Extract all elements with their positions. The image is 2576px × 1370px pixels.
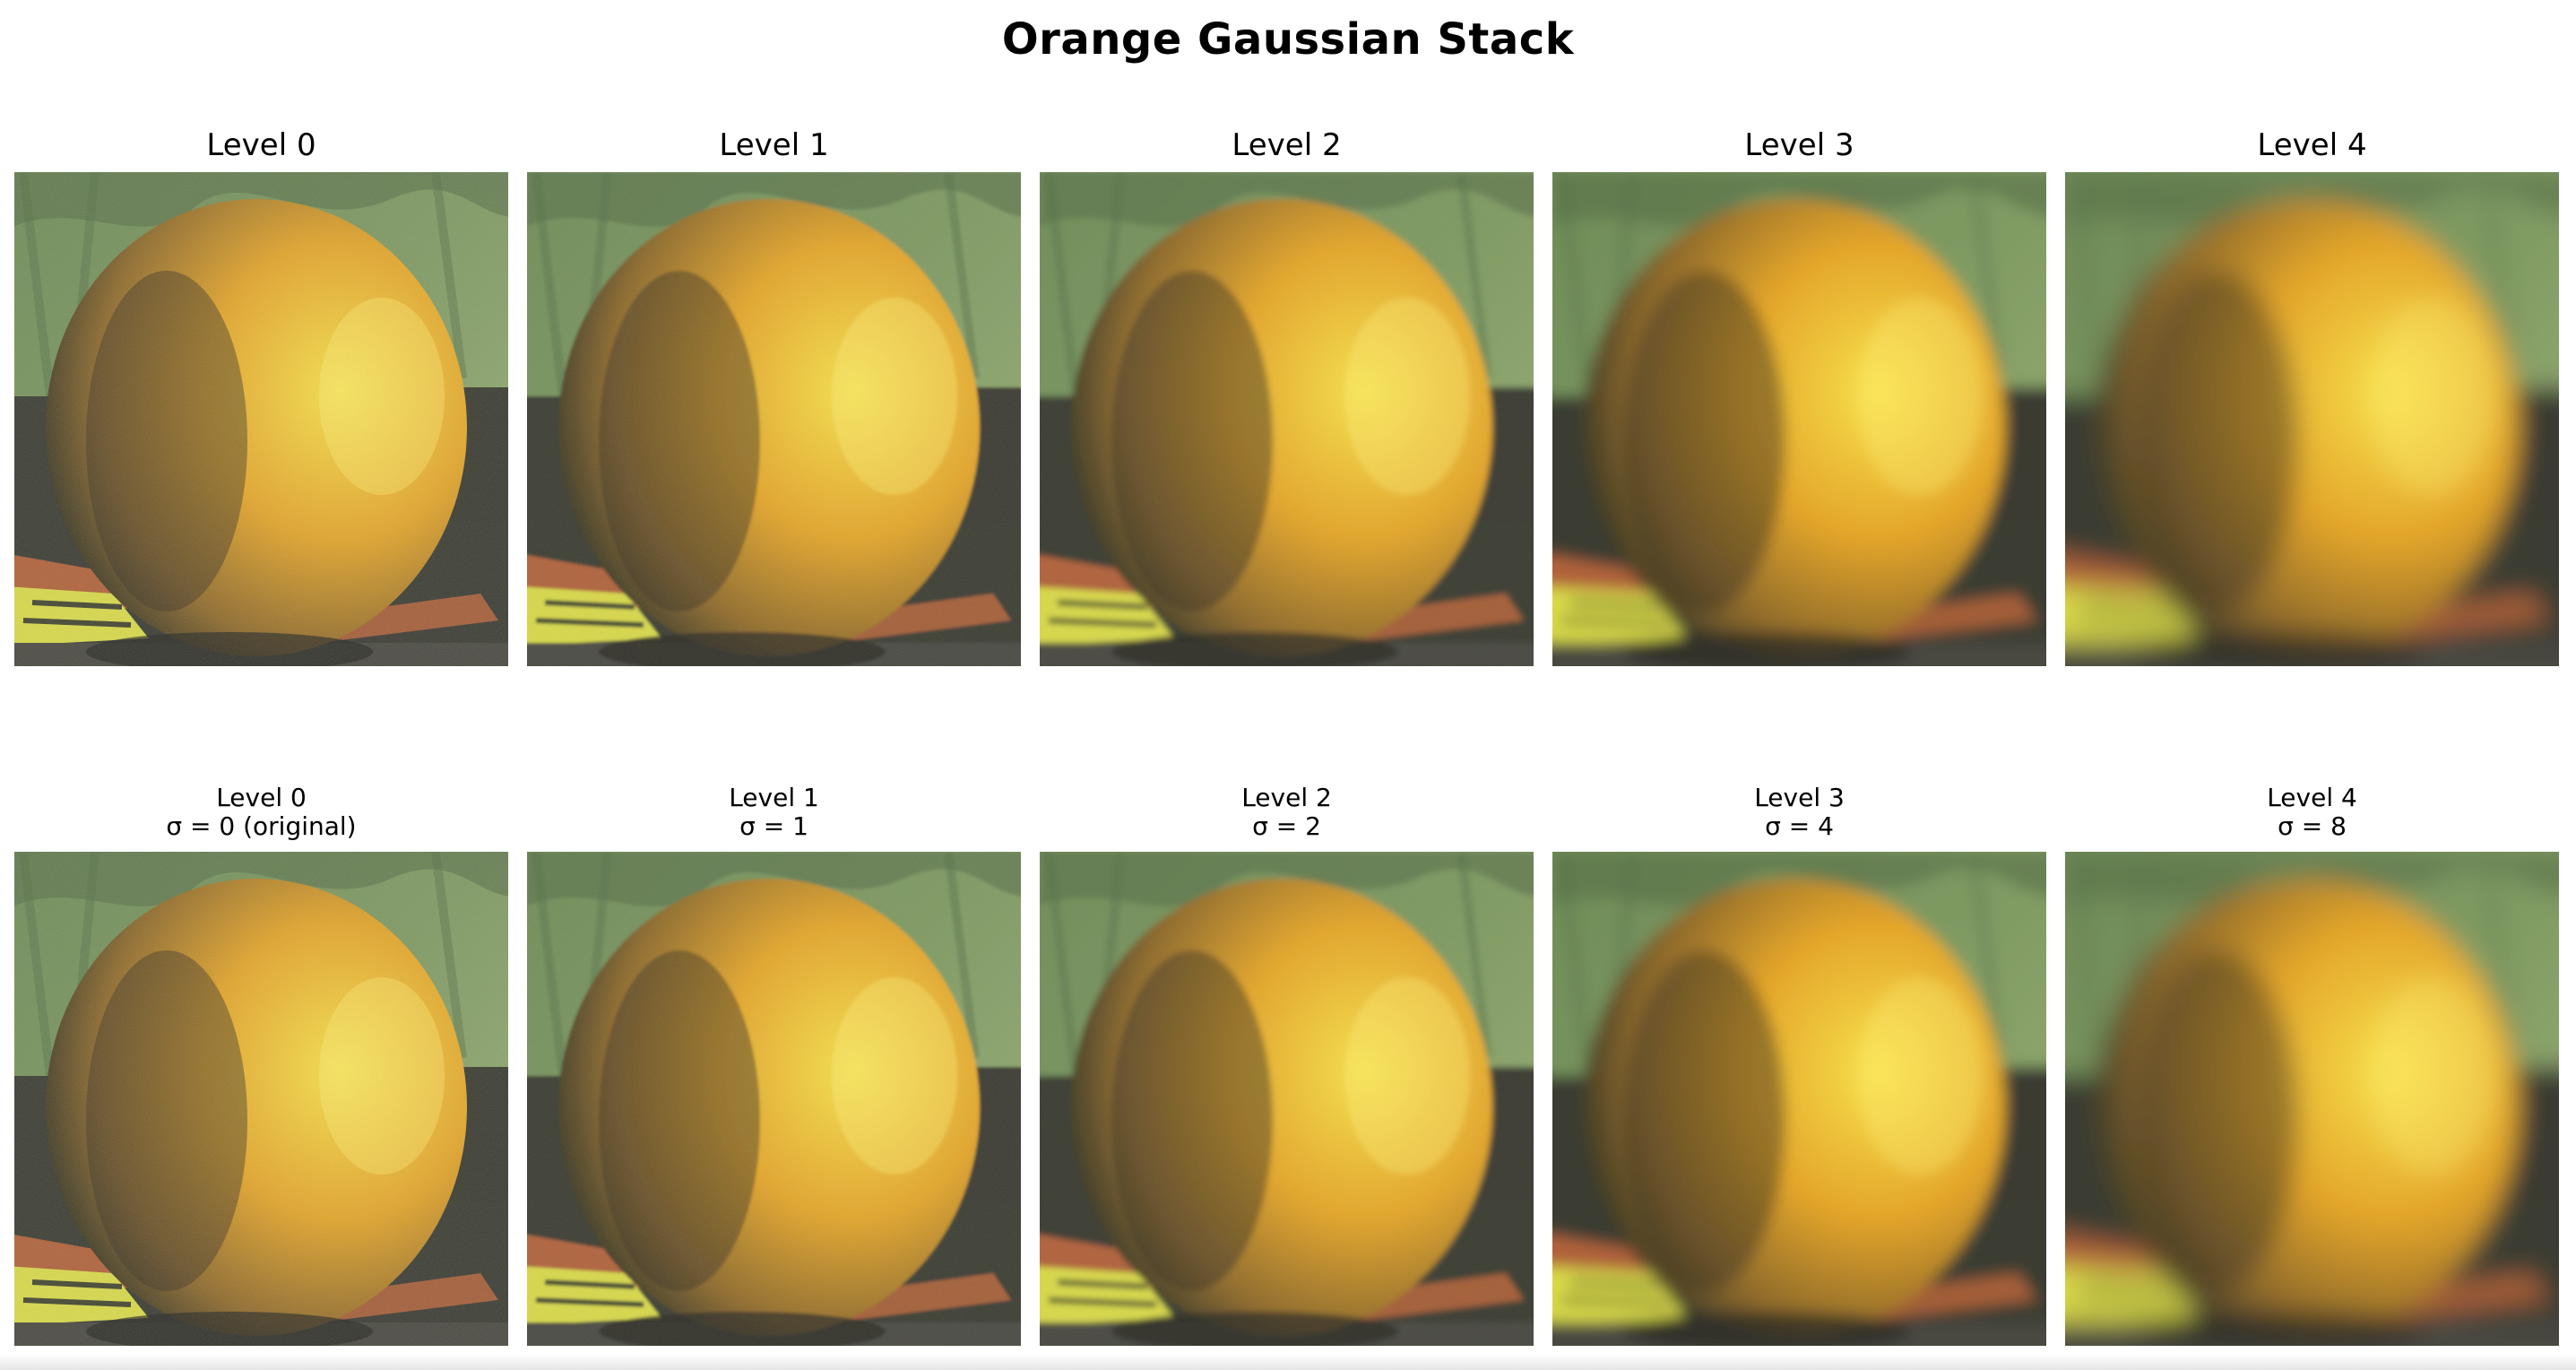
panel-title-row1-level0: Level 0 bbox=[206, 127, 316, 163]
panel-title-row2-level3: Level 3 σ = 4 bbox=[1552, 784, 2046, 841]
orange-photo-drawing bbox=[14, 172, 508, 666]
orange-photo-drawing bbox=[1040, 852, 1534, 1346]
panel-level-label: Level 2 bbox=[1241, 783, 1332, 812]
orange-image-row1-level1 bbox=[527, 172, 1021, 666]
panel-title-row1-level4: Level 4 bbox=[2257, 127, 2367, 163]
panel-sigma-label: σ = 1 bbox=[739, 811, 808, 841]
figure-title: Orange Gaussian Stack bbox=[1001, 14, 1575, 65]
panel-level-label: Level 3 bbox=[1754, 783, 1845, 812]
orange-image-row2-level2 bbox=[1040, 852, 1534, 1346]
panel-title-row2-level4: Level 4 σ = 8 bbox=[2065, 784, 2559, 841]
panel-sigma-label: σ = 0 (original) bbox=[166, 811, 357, 841]
orange-image-row1-level4 bbox=[2065, 172, 2559, 666]
panel-title-row1-level2: Level 2 bbox=[1232, 127, 1342, 163]
panel-sigma-label: σ = 2 bbox=[1252, 811, 1321, 841]
panel-sigma-label: σ = 8 bbox=[2278, 811, 2347, 841]
panel-title-row1-level3: Level 3 bbox=[1744, 127, 1854, 163]
orange-photo-drawing bbox=[2065, 172, 2559, 666]
orange-photo-drawing bbox=[1040, 172, 1534, 666]
orange-photo-drawing bbox=[1552, 172, 2046, 666]
bottom-edge-shadow bbox=[0, 1354, 2576, 1370]
panel-level-label: Level 4 bbox=[2267, 783, 2357, 812]
orange-image-row1-level0 bbox=[14, 172, 508, 666]
orange-image-row2-level3 bbox=[1552, 852, 2046, 1346]
orange-image-row2-level0 bbox=[14, 852, 508, 1346]
orange-photo-drawing bbox=[14, 852, 508, 1346]
orange-image-row2-level1 bbox=[527, 852, 1021, 1346]
orange-photo-drawing bbox=[527, 172, 1021, 666]
panel-title-row1-level1: Level 1 bbox=[719, 127, 829, 163]
orange-photo-drawing bbox=[1552, 852, 2046, 1346]
panel-level-label: Level 0 bbox=[216, 783, 307, 812]
orange-image-row1-level2 bbox=[1040, 172, 1534, 666]
panel-title-row2-level0: Level 0 σ = 0 (original) bbox=[14, 784, 508, 841]
panel-title-row2-level2: Level 2 σ = 2 bbox=[1040, 784, 1534, 841]
orange-photo-drawing bbox=[2065, 852, 2559, 1346]
orange-photo-drawing bbox=[527, 852, 1021, 1346]
panel-level-label: Level 1 bbox=[729, 783, 819, 812]
orange-image-row1-level3 bbox=[1552, 172, 2046, 666]
panel-title-row2-level1: Level 1 σ = 1 bbox=[527, 784, 1021, 841]
panel-sigma-label: σ = 4 bbox=[1765, 811, 1834, 841]
orange-image-row2-level4 bbox=[2065, 852, 2559, 1346]
